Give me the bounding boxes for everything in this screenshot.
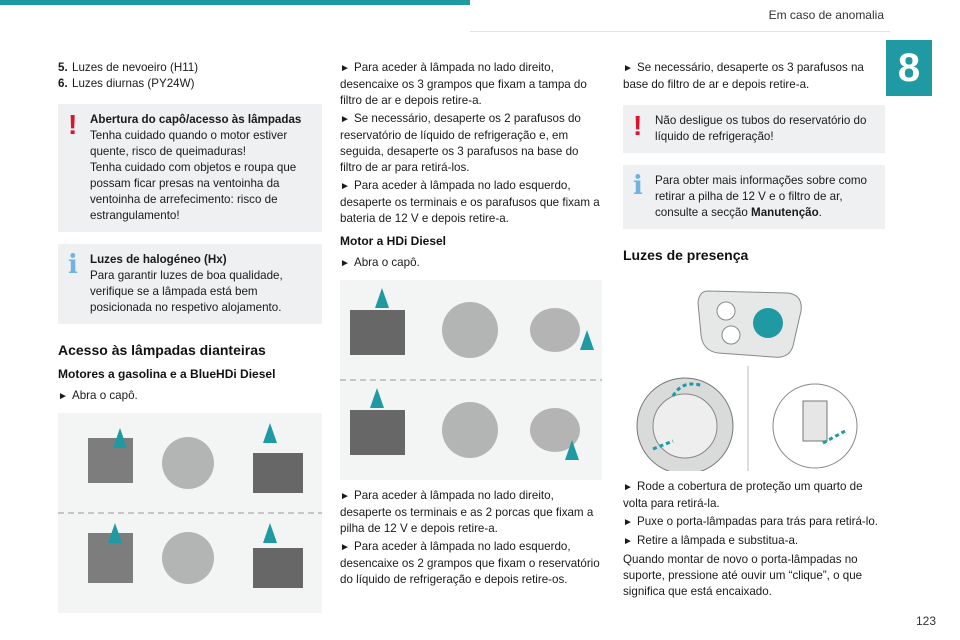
step: ►Para aceder à lâmpada no lado direito, … (340, 489, 594, 535)
chapter-number: 8 (886, 40, 932, 96)
step-arrow-icon: ► (340, 114, 350, 125)
note-text: Quando montar de novo o porta-lâmpadas n… (623, 553, 863, 598)
step-arrow-icon: ► (623, 63, 633, 74)
hdi-engine-bay-illustration (340, 280, 602, 480)
step-arrow-icon: ► (340, 63, 350, 74)
engine-bay-illustration (58, 413, 322, 613)
header-accent-bar (0, 0, 470, 5)
step-arrow-icon: ► (340, 542, 350, 553)
warning-box: ! Não desligue os tubos do reservatório … (623, 105, 885, 153)
step-arrow-icon: ► (623, 536, 633, 547)
section-heading: Luzes de presença (623, 247, 749, 263)
info-text: Para garantir luzes de boa qualidade, ve… (90, 269, 283, 314)
step-arrow-icon: ► (623, 482, 633, 493)
step: ►Se necessário, desaperte os 2 parafusos… (340, 112, 581, 174)
step: ►Abra o capô. (340, 255, 602, 272)
info-title: Luzes de halogéneo (Hx) (90, 253, 227, 266)
warning-text: Tenha cuidado quando o motor estiver que… (90, 129, 288, 158)
step-arrow-icon: ► (340, 491, 350, 502)
step: ►Se necessário, desaperte os 3 parafusos… (623, 61, 864, 91)
info-box: i Luzes de halogéneo (Hx) Para garantir … (58, 244, 322, 324)
info-text: Para obter mais informações sobre como r… (655, 174, 867, 219)
info-icon: i (68, 250, 78, 280)
info-icon: i (633, 171, 643, 201)
warning-text: Não desligue os tubos do reservatório do… (655, 114, 867, 143)
warning-icon: ! (633, 110, 643, 141)
warning-text: Tenha cuidado com objetos e roupa que po… (90, 161, 297, 222)
info-box: i Para obter mais informações sobre como… (623, 165, 885, 229)
warning-icon: ! (68, 109, 78, 140)
step: ►Para aceder à lâmpada no lado direito, … (340, 61, 587, 107)
subheading: Motor a HDi Diesel (340, 234, 447, 248)
step-arrow-icon: ► (623, 517, 633, 528)
step: ►Retire a lâmpada e substitua-a. (623, 533, 885, 550)
step-arrow-icon: ► (340, 181, 350, 192)
column-2: ►Para aceder à lâmpada no lado direito, … (340, 60, 602, 590)
step-arrow-icon: ► (340, 258, 350, 269)
section-heading: Acesso às lâmpadas dianteiras (58, 342, 266, 358)
column-1: 5.Luzes de nevoeiro (H11) 6.Luzes diurna… (58, 60, 322, 621)
step: ►Rode a cobertura de proteção um quarto … (623, 480, 863, 510)
step: ►Puxe o porta-lâmpadas para trás para re… (623, 514, 885, 531)
warning-box: ! Abertura do capô/acesso às lâmpadas Te… (58, 104, 322, 232)
subheading: Motores a gasolina e a BlueHDi Diesel (58, 367, 276, 381)
column-3: ►Se necessário, desaperte os 3 parafusos… (623, 60, 885, 602)
warning-title: Abertura do capô/acesso às lâmpadas (90, 113, 302, 126)
step-arrow-icon: ► (58, 391, 68, 402)
list-item: 5.Luzes de nevoeiro (H11) (58, 61, 199, 74)
position-lamp-illustration (623, 271, 885, 471)
step: ►Abra o capô. (58, 388, 322, 405)
section-title: Em caso de anomalia (768, 8, 884, 22)
step: ►Para aceder à lâmpada no lado esquerdo,… (340, 540, 600, 586)
step: ►Para aceder à lâmpada no lado esquerdo,… (340, 179, 600, 225)
list-item: 6.Luzes diurnas (PY24W) (58, 77, 195, 90)
header-rule (470, 31, 890, 32)
page-number: 123 (915, 614, 936, 628)
